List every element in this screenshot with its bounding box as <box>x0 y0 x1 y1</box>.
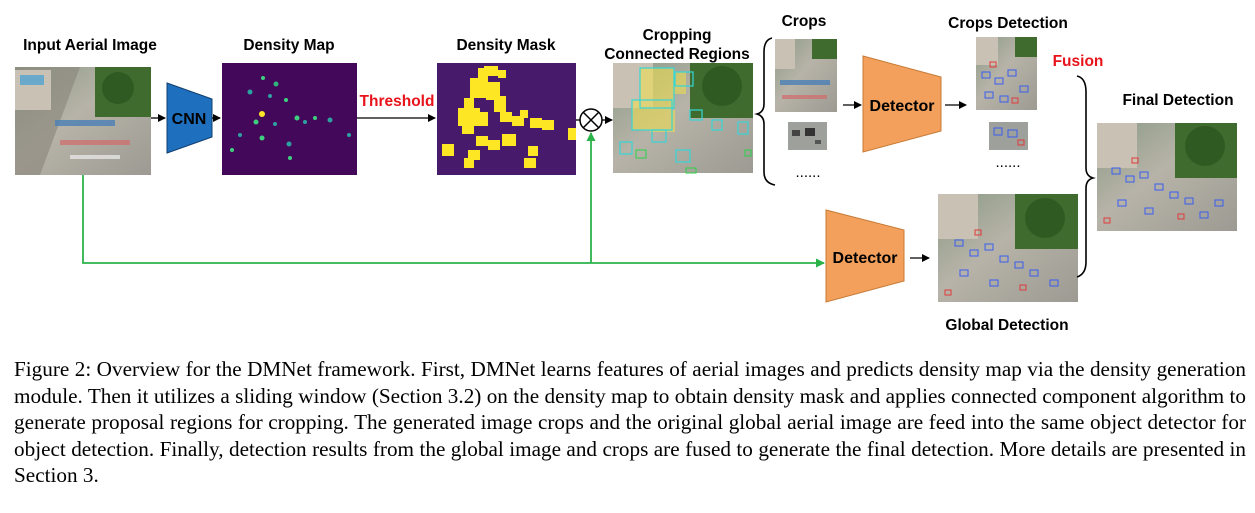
density-mask-image <box>437 63 576 175</box>
crops-detection-label: Crops Detection <box>948 15 1068 32</box>
crops-detection-ellipsis: ...... <box>995 154 1020 171</box>
cropping-label-line1: Cropping <box>643 27 712 44</box>
input-aerial-image <box>15 67 151 175</box>
detector-block-crops: Detector <box>862 55 942 153</box>
input-image-label: Input Aerial Image <box>23 37 157 54</box>
skip-connection <box>82 132 825 268</box>
detector-label-crops: Detector <box>870 98 935 115</box>
density-map-image <box>222 63 357 175</box>
figure-caption: Figure 2: Overview for the DMNet framewo… <box>14 357 1246 487</box>
crops-detection-thumbnail-1 <box>976 37 1037 110</box>
crop-thumbnail-1 <box>775 39 837 112</box>
final-detection-label: Final Detection <box>1122 92 1233 109</box>
crop-thumbnail-2 <box>788 122 827 150</box>
fusion-label: Fusion <box>1053 53 1104 70</box>
threshold-label: Threshold <box>360 93 435 110</box>
global-detection-image <box>938 194 1078 302</box>
cnn-label: CNN <box>172 111 207 128</box>
fusion-brace <box>1076 75 1096 278</box>
density-map-label: Density Map <box>243 37 334 54</box>
cnn-block: CNN <box>166 82 213 154</box>
multiply-node <box>579 108 603 132</box>
crops-ellipsis: ...... <box>795 164 820 181</box>
cropping-label-line2: Connected Regions <box>604 46 750 63</box>
cropping-regions-image <box>613 63 753 174</box>
final-detection-image <box>1097 123 1237 231</box>
crops-detection-thumbnail-2 <box>989 122 1028 150</box>
crops-brace <box>754 37 776 186</box>
dmnet-diagram: Input Aerial Image Density Map Density M… <box>15 13 1237 334</box>
global-detection-label: Global Detection <box>945 317 1068 334</box>
detector-label-global: Detector <box>833 250 898 267</box>
crops-label: Crops <box>782 13 827 30</box>
density-mask-label: Density Mask <box>456 37 555 54</box>
detector-block-global: Detector <box>825 209 905 303</box>
